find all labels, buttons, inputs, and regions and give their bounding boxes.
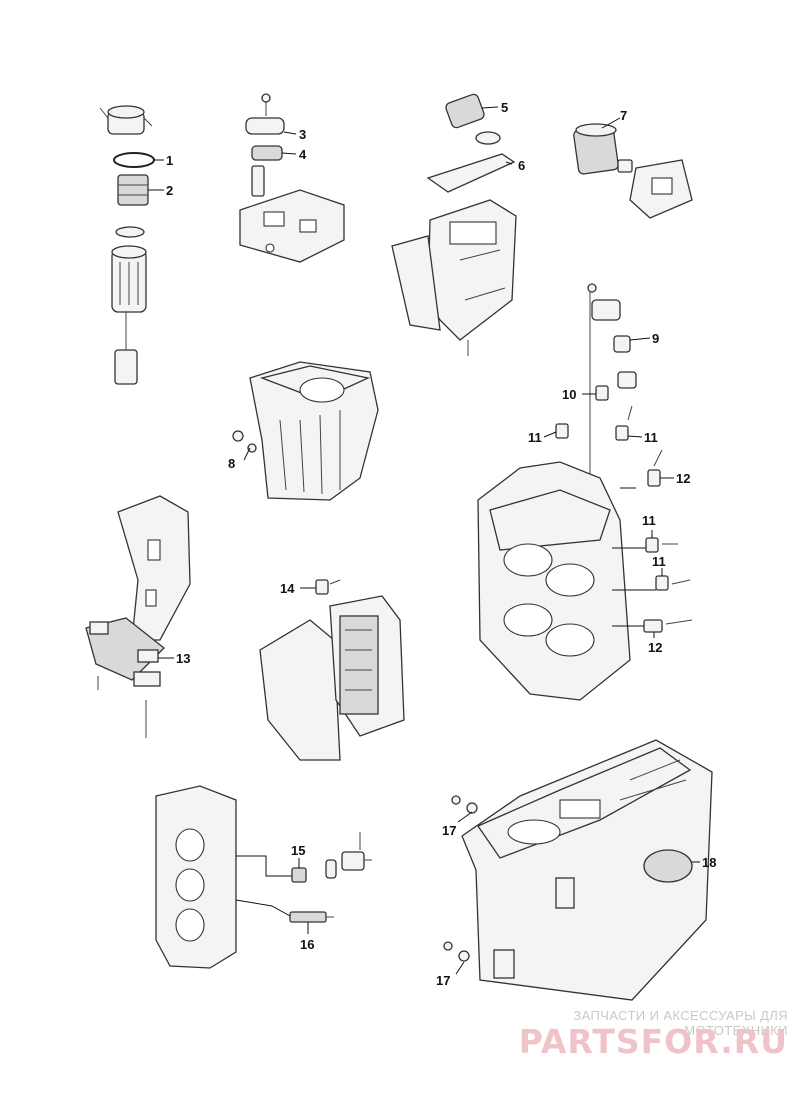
callout-16: 16 (300, 937, 314, 952)
oil-pan (232, 361, 379, 501)
callout-10: 10 (562, 387, 576, 402)
vapor-separator-assembly (239, 93, 345, 263)
callout-1: 1 (166, 153, 173, 168)
mounting-bracket (85, 495, 191, 738)
callout-6: 6 (518, 158, 525, 173)
callout-labels: 1 2 3 4 5 6 7 8 9 10 11 11 12 11 11 12 1… (166, 100, 716, 988)
callout-17b: 17 (436, 973, 450, 988)
callout-11a: 11 (528, 430, 542, 445)
callout-15: 15 (291, 843, 305, 858)
exhaust-cover-gaskets (259, 579, 405, 761)
callout-7: 7 (620, 108, 627, 123)
oil-filter-assembly (573, 123, 693, 219)
watermark-subtitle: ЗАПЧАСТИ И АКСЕССУАРЫ ДЛЯ МОТОТЕХНИКИ (573, 1008, 788, 1038)
filter-element (117, 174, 149, 206)
cylinder-block (477, 283, 693, 701)
callout-5: 5 (501, 100, 508, 115)
o-ring (113, 152, 155, 168)
callout-12a: 12 (676, 471, 690, 486)
callout-3: 3 (299, 127, 306, 142)
callout-9: 9 (652, 331, 659, 346)
callout-13: 13 (176, 651, 190, 666)
callout-11b: 11 (644, 430, 658, 445)
driveshaft-housing (443, 739, 713, 1001)
callout-4: 4 (299, 147, 307, 162)
callout-12b: 12 (648, 640, 662, 655)
callout-8: 8 (228, 456, 235, 471)
watermark-logo: PARTSFOR.RU (518, 1022, 788, 1061)
callout-11c: 11 (642, 513, 656, 528)
callout-14: 14 (280, 581, 295, 596)
leader-lines (148, 106, 700, 975)
gasket (426, 153, 516, 193)
callout-18: 18 (702, 855, 716, 870)
callout-11d: 11 (652, 554, 666, 569)
cylinder-head (155, 785, 372, 969)
callout-2: 2 (166, 183, 173, 198)
fuel-filter-assembly (99, 105, 155, 385)
fuel-pump-cover-assembly (391, 93, 517, 356)
callout-17a: 17 (442, 823, 456, 838)
